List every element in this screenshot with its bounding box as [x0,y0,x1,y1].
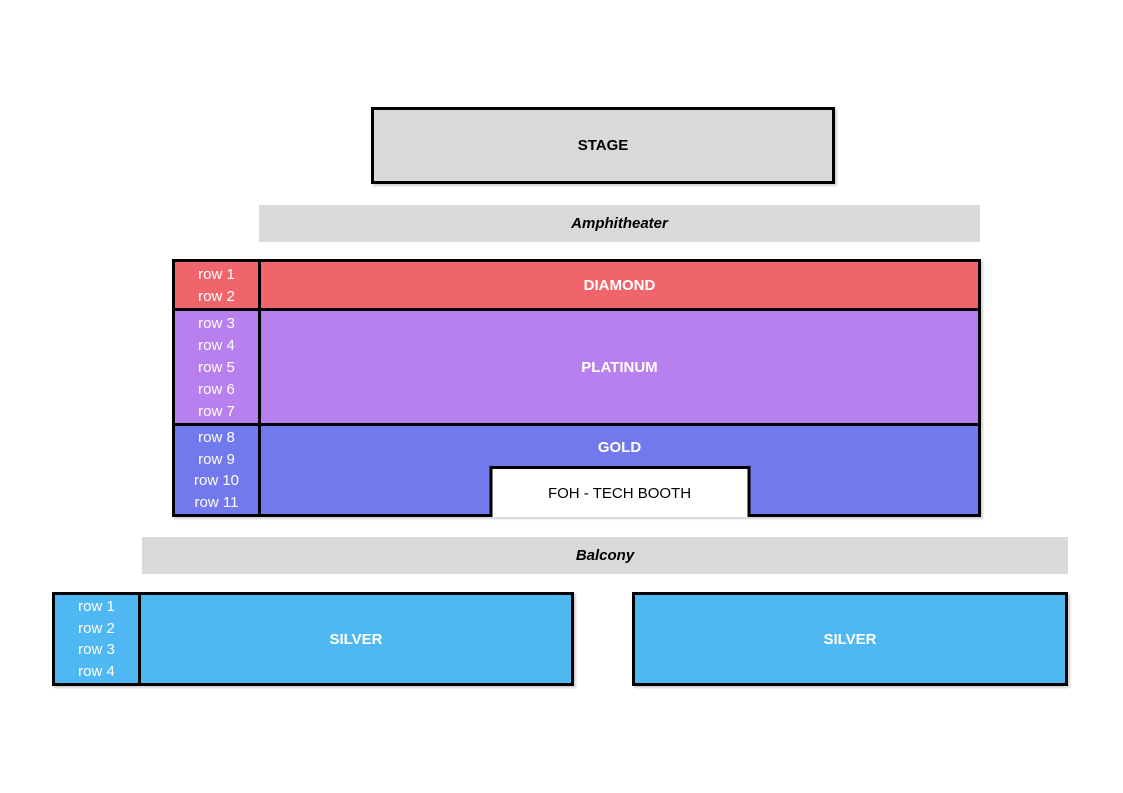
section-silver-left: row 1 row 2 row 3 row 4 SILVER [52,592,574,686]
row-label: row 1 [78,598,115,616]
row-label: row 2 [78,619,115,637]
row-label: row 6 [198,380,235,398]
balcony-bar: Balcony [142,537,1068,574]
row-label: row 9 [198,450,235,468]
silver-right-label: SILVER [823,630,877,648]
amphitheater-bar: Amphitheater [259,205,980,242]
gold-area: GOLD FOH - TECH BOOTH [261,426,978,517]
silver-left-area: SILVER [141,595,571,683]
amphitheater-label: Amphitheater [571,215,668,232]
row-label: row 1 [198,265,235,283]
silver-left-label: SILVER [329,630,383,648]
diamond-label: DIAMOND [583,276,656,294]
platinum-area: PLATINUM [261,311,978,423]
row-label: row 3 [198,314,235,332]
stage-box: STAGE [371,107,835,184]
row-label: row 11 [194,493,239,511]
row-label: row 8 [198,429,235,447]
row-label: row 4 [78,662,115,680]
diamond-area: DIAMOND [261,262,978,308]
section-diamond: row 1 row 2 DIAMOND [175,262,978,308]
platinum-label: PLATINUM [581,358,658,376]
section-silver-right: SILVER [632,592,1068,686]
row-label: row 7 [198,402,235,420]
row-label: row 2 [198,287,235,305]
row-label: row 4 [198,336,235,354]
gold-row-labels: row 8 row 9 row 10 row 11 [175,426,261,514]
section-platinum: row 3 row 4 row 5 row 6 row 7 PLATINUM [175,308,978,423]
row-label: row 10 [193,472,240,490]
platinum-row-labels: row 3 row 4 row 5 row 6 row 7 [175,311,261,423]
silver-left-row-labels: row 1 row 2 row 3 row 4 [55,595,141,683]
stage-label: STAGE [577,137,629,154]
foh-tech-booth-label: FOH - TECH BOOTH [547,484,692,502]
main-seating-block: row 1 row 2 DIAMOND row 3 row 4 row 5 ro… [172,259,981,517]
diamond-row-labels: row 1 row 2 [175,262,261,308]
gold-label: GOLD [597,439,642,456]
row-label: row 5 [198,358,235,376]
foh-tech-booth: FOH - TECH BOOTH [489,466,750,517]
balcony-label: Balcony [575,547,635,564]
section-gold: row 8 row 9 row 10 row 11 GOLD FOH - TEC… [175,423,978,517]
row-label: row 3 [78,641,115,659]
